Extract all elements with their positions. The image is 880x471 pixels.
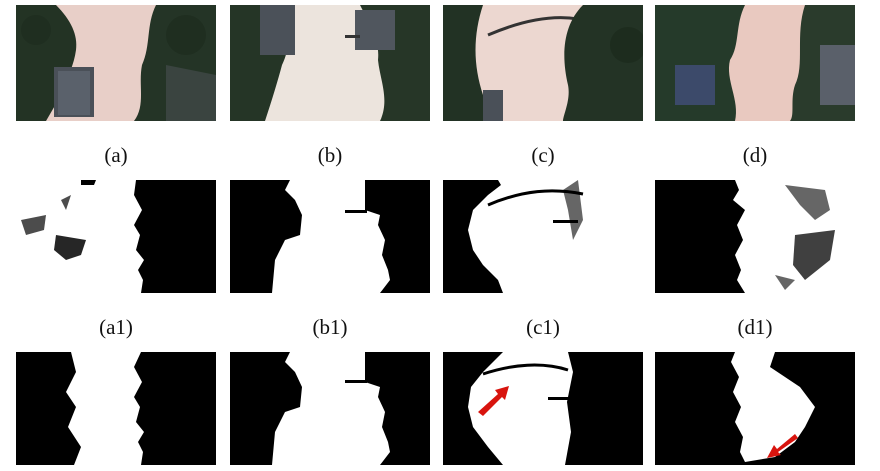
caption-b1: (b1) [312, 315, 348, 339]
arrow-icon [478, 386, 509, 416]
photo-b [230, 5, 430, 121]
caption-c: (c) [531, 143, 555, 167]
caption-d1: (d1) [737, 315, 773, 339]
mask-b1 [230, 180, 430, 293]
arrow-icon [767, 434, 798, 458]
mask-d1 [655, 180, 855, 293]
mask-c1 [443, 180, 643, 293]
refined-mask-c [443, 352, 643, 465]
photo-a [16, 5, 216, 121]
refined-mask-b [230, 352, 430, 465]
refined-mask-d [655, 352, 855, 465]
caption-a1: (a1) [99, 315, 133, 339]
caption-b: (b) [317, 143, 343, 167]
photo-c [443, 5, 643, 121]
caption-a: (a) [104, 143, 128, 167]
caption-d: (d) [742, 143, 768, 167]
photo-d [655, 5, 855, 121]
mask-a1 [16, 180, 216, 293]
caption-c1: (c1) [526, 315, 560, 339]
refined-mask-a [16, 352, 216, 465]
